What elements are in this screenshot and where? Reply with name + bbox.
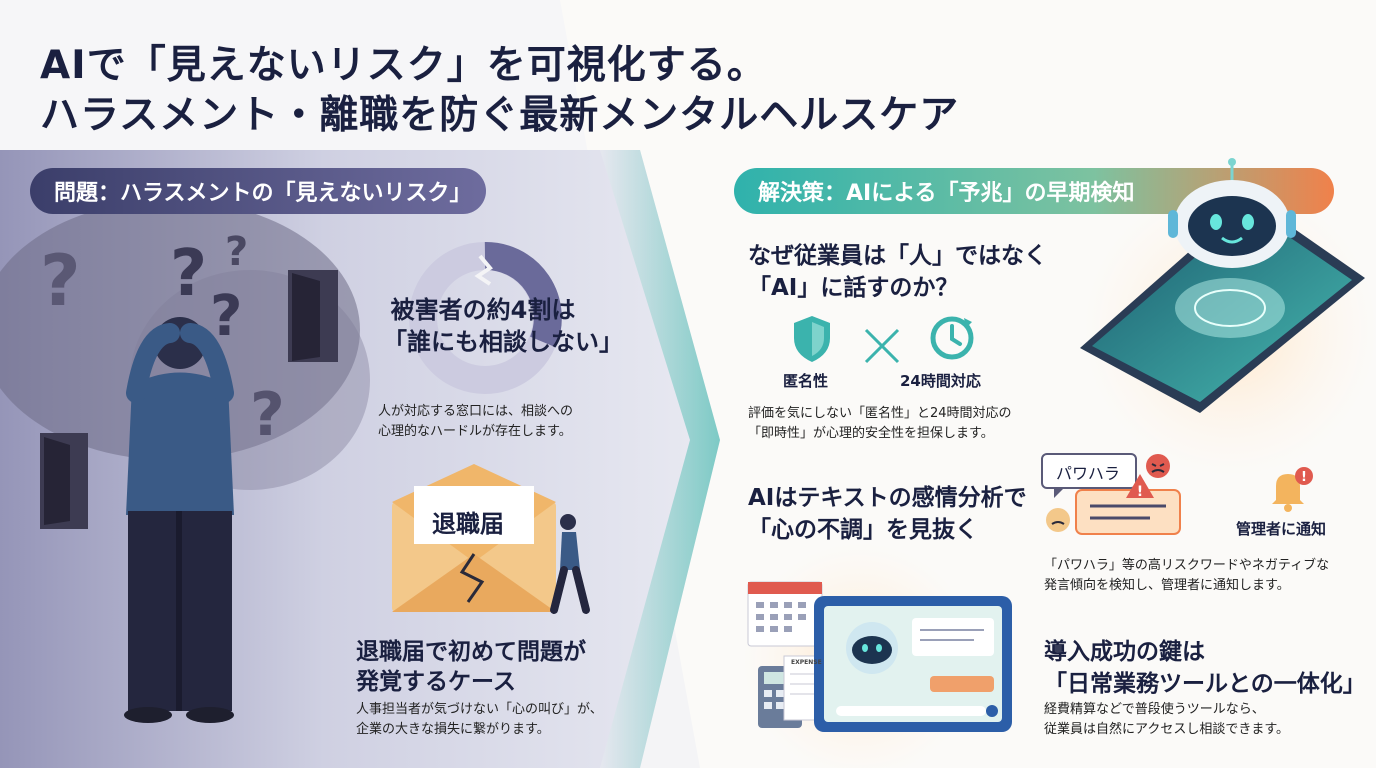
emotion-desc-line1: 「パワハラ」等の高リスクワードやネガティブな bbox=[1044, 558, 1330, 573]
bubble-word: パワハラ bbox=[1056, 464, 1120, 483]
stat-desc-line2: 心理的なハードルが存在します。 bbox=[378, 424, 572, 439]
svg-text:?: ? bbox=[170, 237, 207, 311]
key-line1: 導入成功の鍵は bbox=[1044, 639, 1205, 665]
case-line1: 退職届で初めて問題が bbox=[356, 639, 586, 665]
bell-notification-icon: ! bbox=[1272, 467, 1313, 512]
anonymity-label: 匿名性 bbox=[783, 372, 829, 390]
stat-desc-line1: 人が対応する窓口には、相談への bbox=[378, 404, 574, 419]
letter-label: 退職届 bbox=[432, 510, 504, 538]
case-desc-line1: 人事担当者が気づけない「心の叫び」が、 bbox=[356, 702, 603, 717]
expense-doc-label: EXPENSE bbox=[791, 659, 822, 666]
why-line2: 「AI」に話すのか？ bbox=[748, 275, 959, 301]
resignation-envelope-icon bbox=[392, 464, 590, 614]
svg-text:?: ? bbox=[250, 380, 285, 450]
why-desc-line2: 「即時性」が心理的安全性を担保します。 bbox=[748, 426, 994, 441]
problem-header: 問題：ハラスメントの「見えないリスク」 bbox=[30, 168, 486, 214]
shield-icon bbox=[794, 316, 830, 362]
case-desc-line2: 企業の大きな損失に繋がります。 bbox=[356, 722, 550, 737]
times-icon bbox=[864, 328, 900, 364]
case-line2: 発覚するケース bbox=[356, 669, 516, 695]
page-title-line2: ハラスメント・離職を防ぐ最新メンタルヘルスケア bbox=[40, 93, 960, 138]
page-title-line1: AIで「見えないリスク」を可視化する。 bbox=[40, 43, 767, 88]
svg-text:!: ! bbox=[1137, 484, 1143, 500]
svg-text:?: ? bbox=[225, 229, 248, 275]
why-line1: なぜ従業員は「人」ではなく bbox=[748, 243, 1047, 269]
key-desc-line2: 従業員は自然にアクセスし相談できます。 bbox=[1044, 722, 1290, 737]
svg-text:!: ! bbox=[1301, 470, 1307, 485]
stat-donut-chart bbox=[409, 241, 562, 394]
svg-text:?: ? bbox=[40, 240, 81, 322]
emotion-line1: AIはテキストの感情分析で bbox=[748, 485, 1027, 511]
clock-24h-icon bbox=[930, 316, 974, 360]
svg-text:?: ? bbox=[210, 284, 242, 349]
stat-line2: 「誰にも相談しない」 bbox=[383, 328, 623, 356]
business-tools-illustration bbox=[747, 581, 1012, 732]
key-desc-line1: 経費精算などで普段使うツールなら、 bbox=[1044, 702, 1265, 717]
stat-line1: 被害者の約4割は bbox=[390, 296, 576, 324]
speech-bubbles-illustration: ! bbox=[1041, 453, 1181, 535]
emotion-desc-line2: 発言傾向を検知し、管理者に通知します。 bbox=[1044, 578, 1290, 593]
key-line2: 「日常業務ツールとの一体化」 bbox=[1044, 671, 1366, 697]
distressed-person-illustration: ? ? ? ? ? bbox=[40, 229, 338, 723]
emotion-line2: 「心の不調」を見抜く bbox=[748, 517, 978, 543]
notify-label: 管理者に通知 bbox=[1236, 520, 1327, 538]
ai-robot-tablet-illustration bbox=[1080, 158, 1365, 413]
hours-label: 24時間対応 bbox=[900, 372, 981, 390]
why-desc-line1: 評価を気にしない「匿名性」と24時間対応の bbox=[748, 406, 1012, 421]
